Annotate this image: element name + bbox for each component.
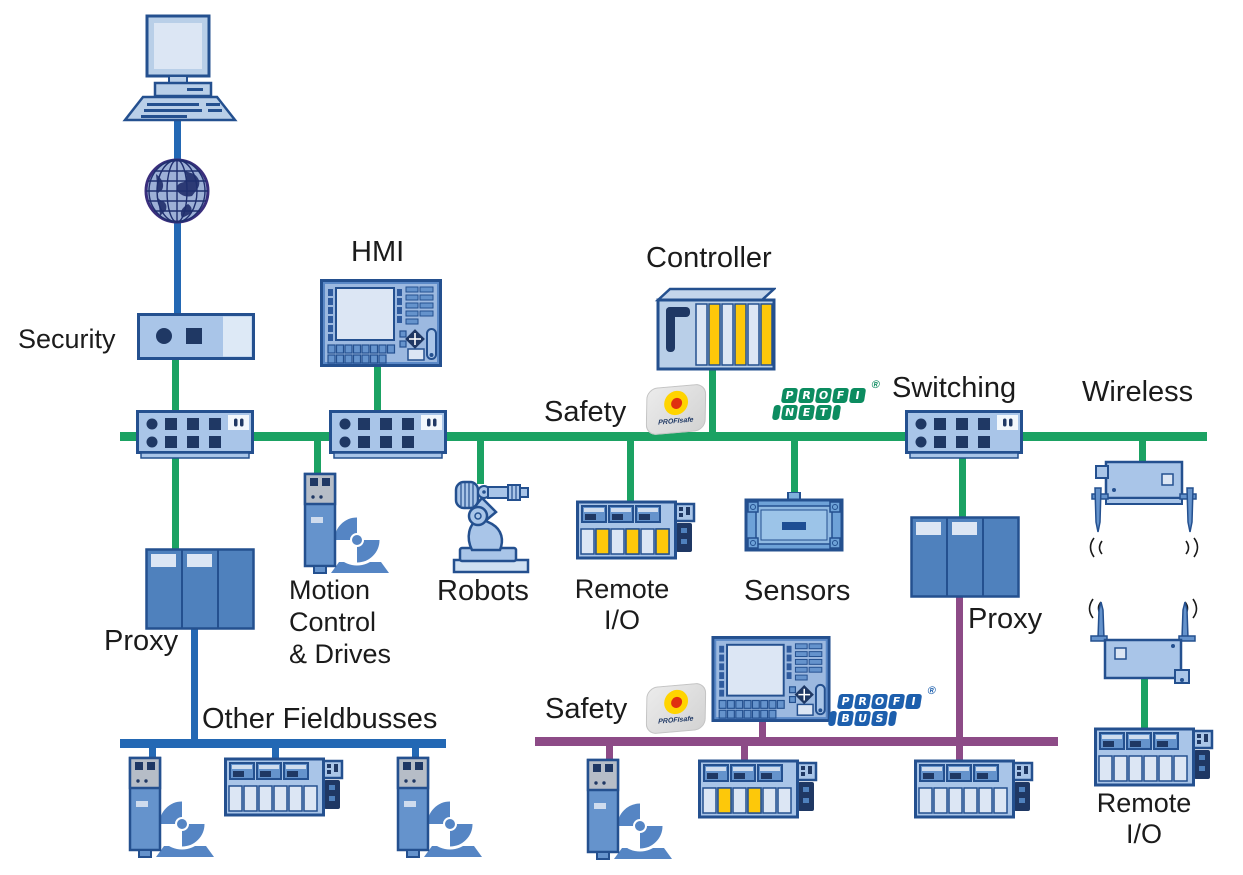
profisafe-yellow-dot-icon (663, 389, 689, 417)
label-wireless: Wireless (1082, 376, 1194, 408)
proxy-gateway-left (145, 548, 255, 630)
robot-arm-icon (448, 478, 534, 574)
label-motion-control: Motion Control & Drives (289, 575, 392, 669)
profibus-drive (576, 756, 672, 860)
hmi-panel (320, 279, 442, 367)
profibus-logo: P R O F I ® B U S (827, 685, 937, 726)
ethernet-switch-switching (905, 410, 1023, 460)
label-safety-bottom: Safety (545, 693, 628, 725)
profibus-stub-2 (741, 744, 748, 764)
label-hmi: HMI (351, 236, 405, 268)
fieldbus-stub-1 (149, 746, 156, 760)
fieldbus-stub-3 (412, 746, 419, 762)
fieldbus-stub-2 (272, 746, 279, 762)
label-security: Security (18, 324, 116, 354)
label-sensors: Sensors (744, 575, 851, 607)
line-wireless-to-remote-io (1141, 674, 1148, 730)
label-controller: Controller (646, 242, 772, 274)
profibus-stub-1 (606, 744, 613, 762)
line-bus-to-robot (477, 438, 484, 484)
internet-globe-icon (142, 156, 212, 226)
line-hmi-to-switch (374, 362, 381, 412)
label-remote-io-mid: Remote I/O (574, 574, 670, 635)
profinet-bus-line (120, 432, 1207, 441)
line-switch-to-proxy-right (959, 458, 966, 518)
line-bus-to-sensors (791, 438, 798, 498)
label-proxy-right: Proxy (968, 603, 1043, 635)
remote-io-rack-mid (576, 498, 696, 562)
line-security-to-switch (172, 358, 179, 412)
wireless-access-point-lower (1085, 596, 1203, 690)
profibus-io-rack (914, 758, 1034, 820)
label-robots: Robots (437, 575, 529, 607)
line-controller-to-bus (709, 368, 716, 436)
computer-icon (116, 14, 242, 126)
line-hmi2-to-profibus (759, 716, 766, 739)
proxy-gateway-right (910, 516, 1020, 598)
sensor-device (744, 492, 844, 552)
profibus-io-rack-safety (698, 758, 818, 820)
label-safety-top: Safety (544, 396, 627, 428)
profisafe-badge-bottom: PROFIsafe (645, 682, 707, 735)
line-proxy-to-fieldbus (191, 626, 198, 744)
ethernet-switch-hmi (329, 410, 447, 460)
profibus-bus-line (535, 737, 1058, 746)
wireless-access-point-upper (1088, 460, 1206, 560)
fieldbus-io-rack (224, 756, 344, 818)
controller-plc (652, 286, 776, 372)
profisafe-badge-top: PROFIsafe (645, 383, 707, 436)
remote-io-rack-bottom-right (1094, 726, 1214, 788)
line-bus-to-remote-io (627, 438, 634, 502)
profisafe-yellow-dot-icon (663, 688, 689, 716)
security-appliance (137, 313, 255, 360)
profinet-logo: P R O F I ® N E T (771, 379, 881, 420)
fieldbus-bus-line (120, 739, 446, 748)
line-proxy-to-profibus (956, 595, 963, 739)
fieldbus-drive-2 (386, 754, 482, 858)
profibus-stub-3 (956, 744, 963, 764)
hmi-panel-profibus (710, 636, 832, 722)
line-switch-to-proxy-left (172, 458, 179, 550)
label-proxy-left: Proxy (104, 625, 179, 657)
fieldbus-drive-1 (118, 754, 214, 858)
label-remote-io-bottom-right: Remote I/O (1096, 788, 1192, 849)
label-other-fieldbusses: Other Fieldbusses (202, 703, 438, 735)
line-bus-to-wireless (1139, 438, 1146, 466)
line-bus-to-motion (314, 438, 321, 474)
motion-control-drive (293, 470, 389, 574)
label-switching: Switching (892, 372, 1017, 404)
ethernet-switch-left (136, 410, 254, 460)
